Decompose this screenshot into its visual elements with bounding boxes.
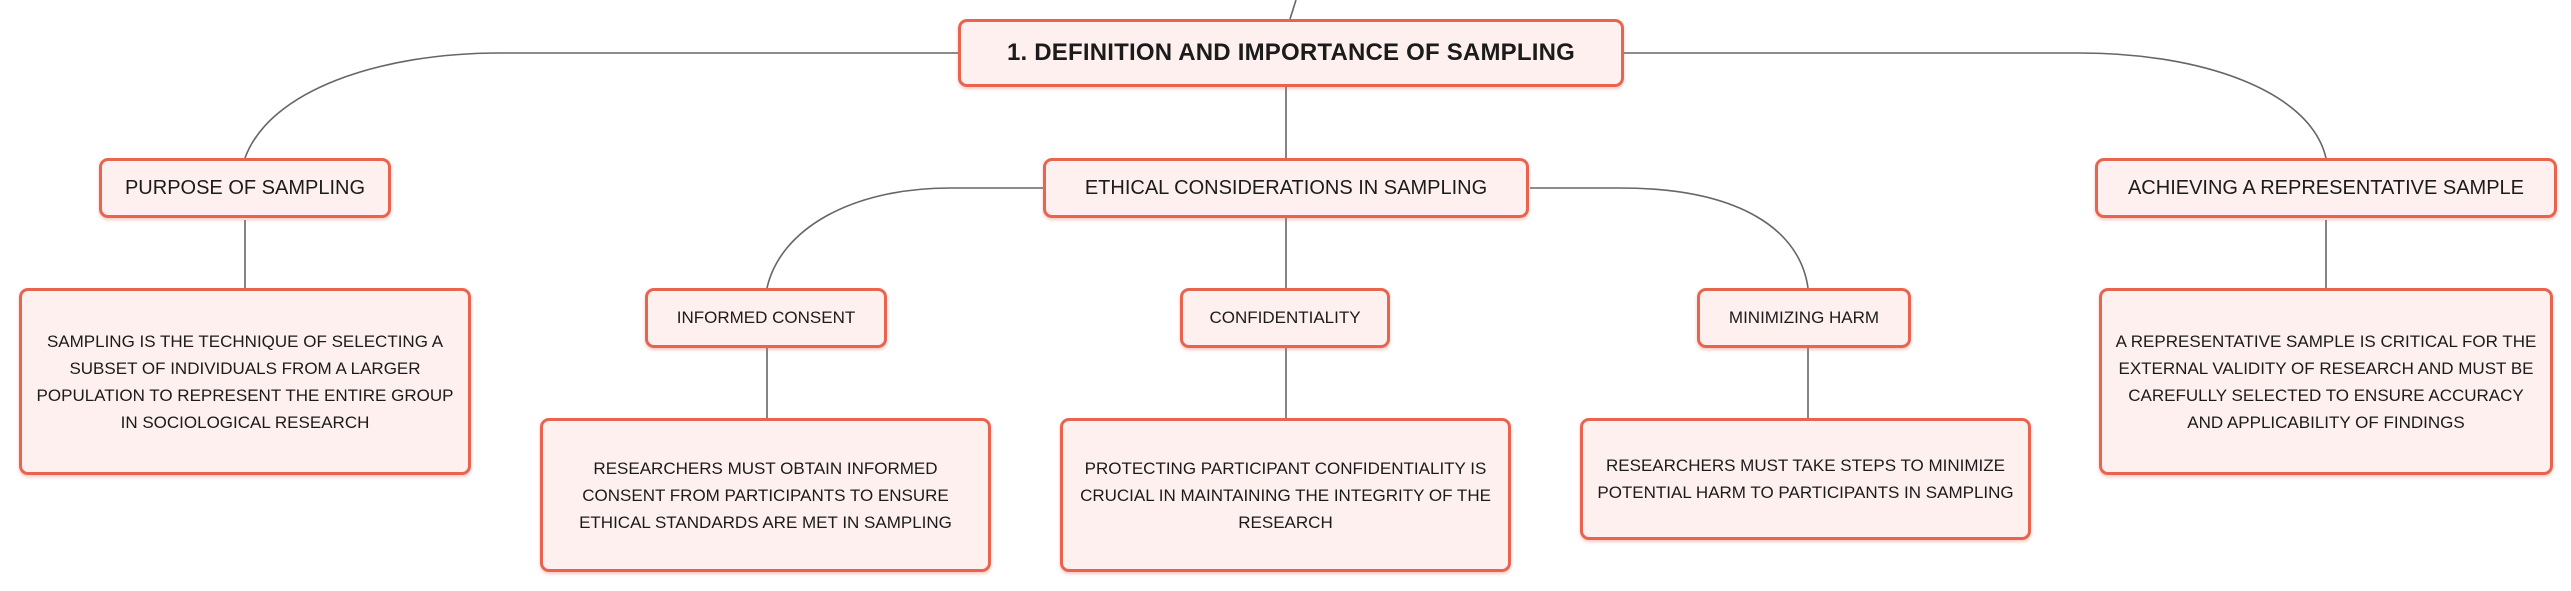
description-text: RESEARCHERS MUST OBTAIN INFORMED CONSENT…: [579, 458, 952, 532]
connector-root-representative: [1624, 52, 2327, 159]
branch-title: ACHIEVING A REPRESENTATIVE SAMPLE: [2127, 176, 2525, 199]
sub-node-title: MINIMIZING HARM: [1728, 308, 1880, 327]
branch-purpose-of-sampling[interactable]: PURPOSE OF SAMPLING: [99, 158, 391, 218]
connector-root-purpose: [244, 52, 958, 159]
connector-parent-root: [1289, 0, 1297, 20]
connector-ethical-consent: [766, 187, 1046, 289]
sub-node-title: INFORMED CONSENT: [676, 308, 856, 327]
root-node[interactable]: 1. DEFINITION AND IMPORTANCE OF SAMPLING: [958, 19, 1624, 87]
sub-node-confidentiality[interactable]: CONFIDENTIALITY: [1180, 288, 1390, 348]
branch-title: PURPOSE OF SAMPLING: [124, 176, 366, 199]
connector-ethical-harm: [1530, 187, 1809, 289]
root-title: 1. DEFINITION AND IMPORTANCE OF SAMPLING: [1006, 39, 1575, 66]
branch-title: ETHICAL CONSIDERATIONS IN SAMPLING: [1084, 176, 1488, 199]
consent-description[interactable]: RESEARCHERS MUST OBTAIN INFORMED CONSENT…: [540, 418, 991, 572]
description-text: RESEARCHERS MUST TAKE STEPS TO MINIMIZE …: [1597, 456, 2014, 502]
branch-ethical-considerations[interactable]: ETHICAL CONSIDERATIONS IN SAMPLING: [1043, 158, 1529, 218]
sub-node-minimizing-harm[interactable]: MINIMIZING HARM: [1697, 288, 1911, 348]
description-text: A REPRESENTATIVE SAMPLE IS CRITICAL FOR …: [2115, 331, 2537, 432]
branch-representative-sample[interactable]: ACHIEVING A REPRESENTATIVE SAMPLE: [2095, 158, 2557, 218]
harm-description[interactable]: RESEARCHERS MUST TAKE STEPS TO MINIMIZE …: [1580, 418, 2031, 540]
confidentiality-description[interactable]: PROTECTING PARTICIPANT CONFIDENTIALITY I…: [1060, 418, 1511, 572]
description-text: SAMPLING IS THE TECHNIQUE OF SELECTING A…: [36, 331, 454, 432]
purpose-description[interactable]: SAMPLING IS THE TECHNIQUE OF SELECTING A…: [19, 288, 471, 475]
description-text: PROTECTING PARTICIPANT CONFIDENTIALITY I…: [1080, 458, 1491, 532]
representative-description[interactable]: A REPRESENTATIVE SAMPLE IS CRITICAL FOR …: [2099, 288, 2553, 475]
sub-node-title: CONFIDENTIALITY: [1209, 308, 1361, 327]
sub-node-informed-consent[interactable]: INFORMED CONSENT: [645, 288, 887, 348]
